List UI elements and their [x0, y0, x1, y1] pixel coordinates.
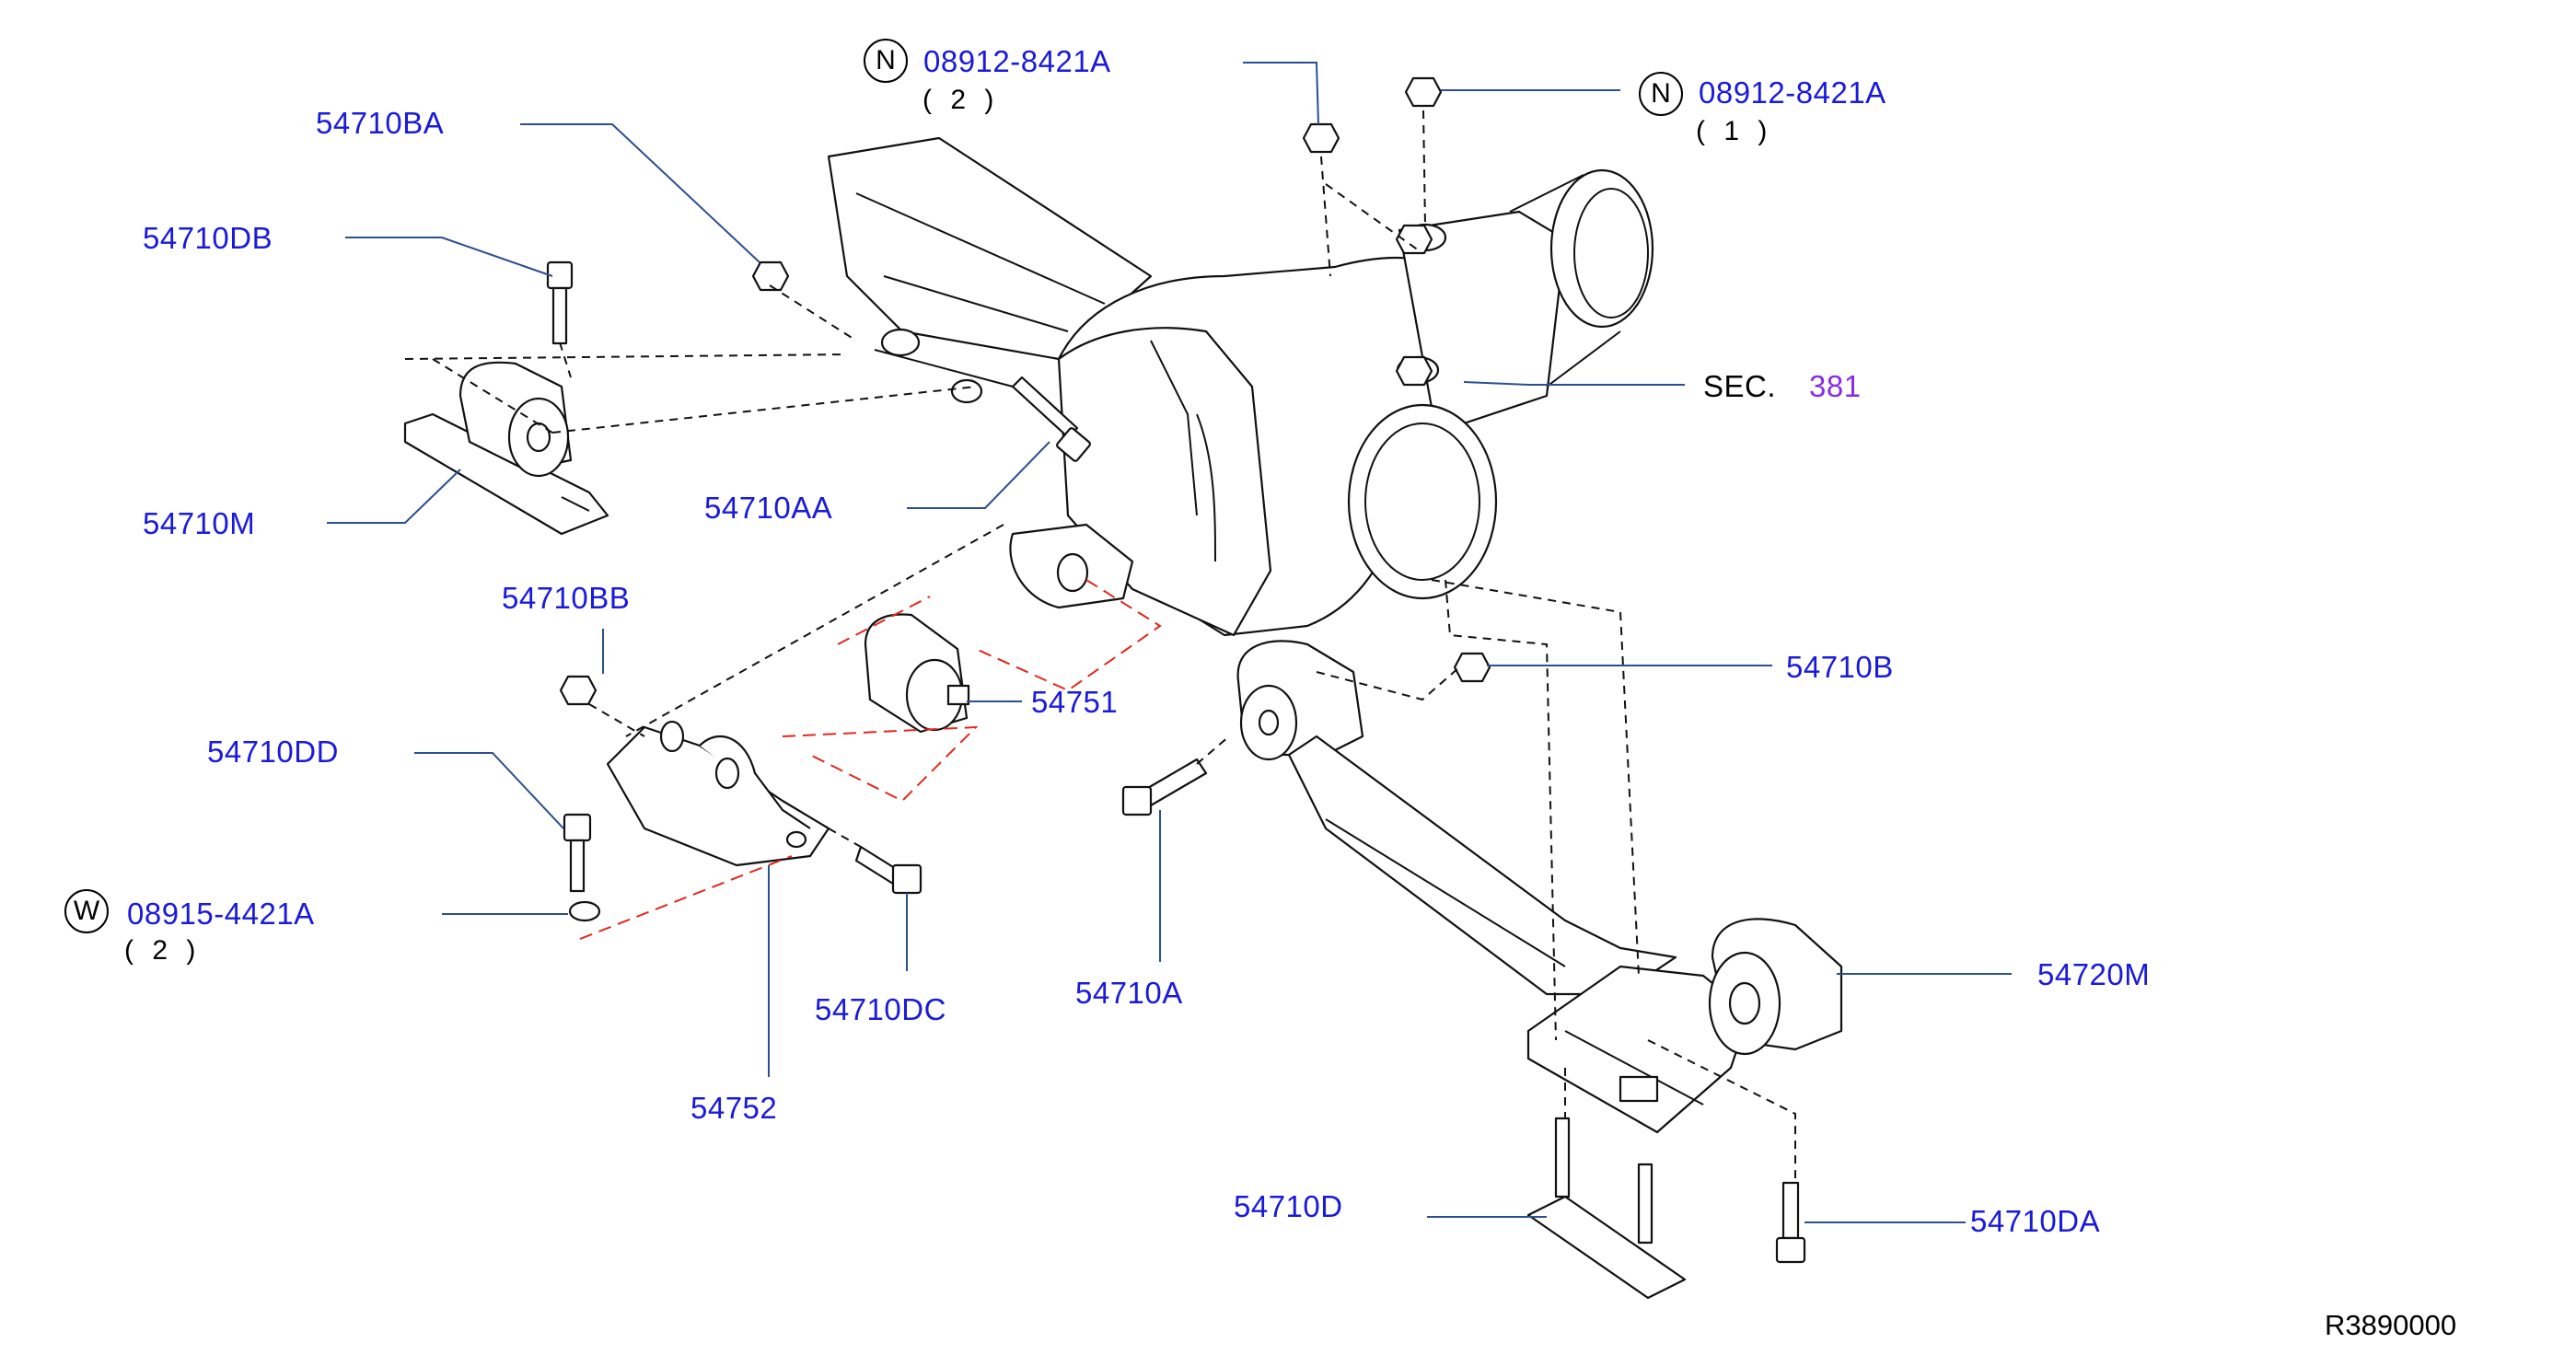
- stud-plate-54710D-illustration: [1526, 1117, 1687, 1300]
- part-label-54710AA[interactable]: 54710AA: [704, 491, 833, 525]
- part-label-54720M[interactable]: 54720M: [2037, 957, 2151, 991]
- quantity-08912-top: ( 2 ): [922, 85, 1000, 115]
- fasteners-illustration: [546, 76, 1806, 1264]
- mount-insulator-54710M-illustration: [403, 361, 609, 536]
- part-label-08912-8421A-right[interactable]: 08912-8421A: [1699, 75, 1886, 110]
- part-label-54751[interactable]: 54751: [1031, 685, 1119, 719]
- part-label-54710DD[interactable]: 54710DD: [207, 735, 339, 769]
- part-label-54710BA[interactable]: 54710BA: [316, 106, 445, 140]
- part-label-54710M[interactable]: 54710M: [143, 506, 256, 540]
- quantity-08915: ( 2 ): [124, 935, 202, 966]
- part-label-54710B[interactable]: 54710B: [1786, 650, 1894, 684]
- part-label-54710DA[interactable]: 54710DA: [1970, 1204, 2101, 1238]
- part-label-08912-8421A-top[interactable]: 08912-8421A: [923, 44, 1111, 78]
- bushing-54751-illustration: [864, 613, 970, 734]
- rear-member-54720M-illustration: [1236, 640, 1843, 1134]
- part-label-54710DB[interactable]: 54710DB: [143, 221, 273, 255]
- section-prefix: SEC.: [1703, 369, 1777, 403]
- part-label-54710DC[interactable]: 54710DC: [815, 992, 946, 1026]
- part-label-08915-4421A[interactable]: 08915-4421A: [127, 897, 315, 931]
- quantity-08912-right: ( 1 ): [1696, 116, 1773, 146]
- assembly-lines: [404, 110, 1796, 1183]
- part-label-54710BB[interactable]: 54710BB: [502, 581, 631, 615]
- w-symbol: W: [64, 889, 109, 933]
- n-symbol-right: N: [1639, 72, 1683, 116]
- bracket-54752-illustration: [606, 720, 830, 867]
- leader-lines: [327, 62, 2012, 1223]
- part-label-54710A[interactable]: 54710A: [1075, 976, 1183, 1010]
- differential-carrier-illustration: [827, 136, 1654, 637]
- part-label-54752[interactable]: 54752: [690, 1091, 778, 1125]
- diagram-reference-code: R3890000: [2325, 1309, 2457, 1341]
- section-link-381[interactable]: 381: [1809, 369, 1862, 403]
- n-symbol-top: N: [864, 39, 908, 83]
- part-label-54710D[interactable]: 54710D: [1234, 1189, 1343, 1223]
